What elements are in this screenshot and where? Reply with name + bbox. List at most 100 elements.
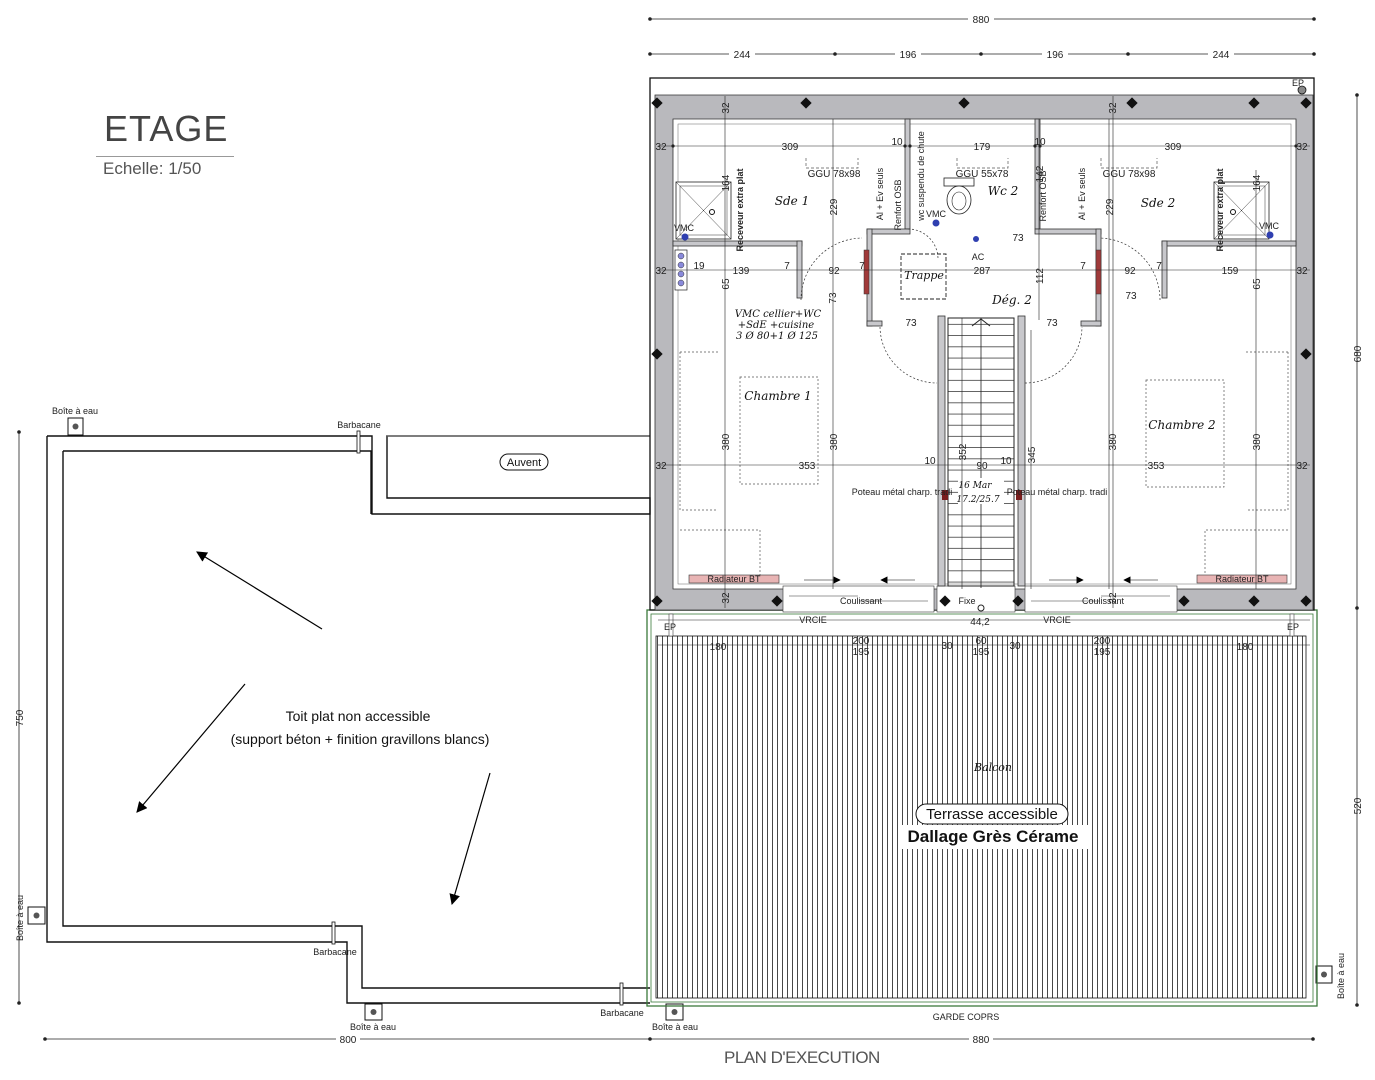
svg-text:60: 60	[975, 636, 987, 647]
svg-text:159: 159	[1222, 266, 1239, 277]
skylight-label-2: GGU 55x78	[956, 169, 1009, 180]
svg-text:30: 30	[941, 641, 953, 652]
svg-text:Poteau métal charp. tradi: Poteau métal charp. tradi	[852, 487, 953, 497]
svg-text:VMC: VMC	[926, 209, 947, 219]
room-label-deg2: Dég. 2	[991, 293, 1032, 307]
svg-text:92: 92	[828, 266, 840, 277]
svg-text:7: 7	[784, 261, 790, 272]
svg-text:Barbacane: Barbacane	[313, 947, 357, 957]
title-underline	[96, 156, 234, 157]
skylight-label-1: GGU 78x98	[808, 169, 861, 180]
skylight-label-3: GGU 78x98	[1103, 169, 1156, 180]
svg-text:+SdE +cuisine: +SdE +cuisine	[738, 320, 814, 331]
terrace-title: Terrasse accessible	[926, 806, 1058, 823]
svg-text:73: 73	[1125, 291, 1137, 302]
beds	[679, 351, 1289, 578]
svg-text:32: 32	[1108, 592, 1119, 604]
svg-text:EP: EP	[1292, 78, 1304, 88]
dimension-top-total: 880	[648, 12, 1316, 26]
water-box-3: Boîte à eau	[350, 1003, 396, 1032]
room-label-balcon: Balcon	[973, 761, 1012, 774]
room-label-sde2: Sde 2	[1141, 196, 1175, 210]
svg-text:287: 287	[974, 266, 991, 277]
svg-text:Barbacane: Barbacane	[600, 1008, 644, 1018]
roof-note-2: (support béton + finition gravillons bla…	[231, 731, 490, 747]
svg-text:7: 7	[1080, 261, 1086, 272]
svg-text:Receveur extra plat: Receveur extra plat	[1215, 168, 1225, 251]
svg-text:Boîte à eau: Boîte à eau	[350, 1022, 396, 1032]
garde-corps-label: GARDE COPRS	[933, 1012, 1000, 1022]
shower-tray-right: Receveur extra plat VMC	[1213, 168, 1280, 252]
svg-text:380: 380	[1108, 433, 1119, 450]
svg-text:Radiateur BT: Radiateur BT	[1215, 574, 1269, 584]
svg-text:EP: EP	[664, 622, 676, 632]
svg-text:195: 195	[853, 647, 870, 658]
svg-text:73: 73	[828, 292, 839, 304]
house-walls: Coulissant Coulissant Fixe EP	[649, 77, 1315, 613]
svg-text:Barbacane: Barbacane	[337, 420, 381, 430]
svg-text:179: 179	[974, 142, 991, 153]
svg-text:10: 10	[891, 137, 903, 148]
svg-text:352: 352	[958, 443, 969, 460]
svg-text:195: 195	[973, 647, 990, 658]
terrace: Balcon Terrasse accessible Dallage Grès …	[646, 609, 1318, 1023]
svg-text:10: 10	[1000, 456, 1012, 467]
svg-text:Receveur extra plat: Receveur extra plat	[735, 168, 745, 251]
svg-text:32: 32	[721, 592, 732, 604]
svg-text:229: 229	[1105, 198, 1116, 215]
wall-thickness-labels: 32	[1108, 592, 1119, 604]
wc: VMC AC wc suspendu de chute Renfort OSB …	[875, 131, 1087, 262]
svg-text:139: 139	[733, 266, 750, 277]
auvent-label: Auvent	[499, 453, 549, 471]
plan-scale: Echelle: 1/50	[103, 159, 202, 178]
water-box-5: Boîte à eau	[1315, 953, 1346, 999]
svg-text:EP: EP	[1287, 622, 1299, 632]
svg-text:Boîte à eau: Boîte à eau	[52, 406, 98, 416]
svg-text:44,2: 44,2	[970, 617, 990, 628]
svg-text:880: 880	[973, 15, 990, 26]
flat-roof: Toit plat non accessible (support béton …	[46, 435, 651, 1004]
svg-text:Auvent: Auvent	[507, 457, 541, 469]
svg-text:Boîte à eau: Boîte à eau	[15, 895, 25, 941]
svg-text:309: 309	[1165, 142, 1182, 153]
svg-text:32: 32	[1296, 266, 1308, 277]
svg-text:244: 244	[734, 50, 751, 61]
water-box-1: Boîte à eau	[52, 406, 98, 436]
svg-text:3 Ø 80+1 Ø 125: 3 Ø 80+1 Ø 125	[736, 331, 818, 342]
interior-vertical-dimensions	[724, 96, 1257, 608]
svg-text:73: 73	[1046, 318, 1058, 329]
svg-text:520: 520	[1353, 797, 1364, 814]
plan-title: ETAGE	[104, 108, 229, 149]
radiators: Radiateur BT Radiateur BT	[688, 574, 1288, 584]
svg-text:680: 680	[1353, 345, 1364, 362]
svg-text:32: 32	[655, 142, 667, 153]
shower-tray-left: Receveur extra plat VMC	[674, 168, 745, 251]
room-label-wc2: Wc 2	[988, 184, 1019, 198]
dimension-top-segments: 244 196 196 244	[648, 47, 1316, 61]
svg-text:180: 180	[710, 642, 727, 653]
svg-text:Al + Ev seuls: Al + Ev seuls	[875, 167, 885, 220]
svg-text:Boîte à eau: Boîte à eau	[1336, 953, 1346, 999]
svg-text:Boîte à eau: Boîte à eau	[652, 1022, 698, 1032]
stair-count: 16 Mar	[958, 481, 992, 491]
svg-text:7: 7	[859, 261, 865, 272]
plan-caption: PLAN D'EXECUTION	[724, 1048, 880, 1067]
svg-text:32: 32	[1108, 102, 1119, 114]
svg-text:32: 32	[1296, 461, 1308, 472]
room-label-sde1: Sde 1	[775, 194, 809, 208]
svg-text:750: 750	[15, 709, 26, 726]
interior-dimensions: 32 309 10 179 10 309 32 32 19 139 7 92 7…	[655, 137, 1310, 472]
svg-text:164: 164	[1252, 174, 1263, 191]
staircase: 16 Mar 17.2/25.7	[947, 317, 1015, 612]
roof-note-1: Toit plat non accessible	[286, 708, 431, 724]
dimension-right: 680 520	[1353, 93, 1364, 1007]
svg-text:65: 65	[721, 278, 732, 290]
svg-text:229: 229	[829, 198, 840, 215]
room-label-chambre2: Chambre 2	[1148, 418, 1215, 432]
svg-text:90: 90	[976, 461, 988, 472]
svg-text:Renfort OSB: Renfort OSB	[893, 179, 903, 230]
svg-text:VMC: VMC	[1259, 221, 1280, 231]
svg-text:65: 65	[1252, 278, 1263, 290]
svg-text:200: 200	[1094, 636, 1111, 647]
